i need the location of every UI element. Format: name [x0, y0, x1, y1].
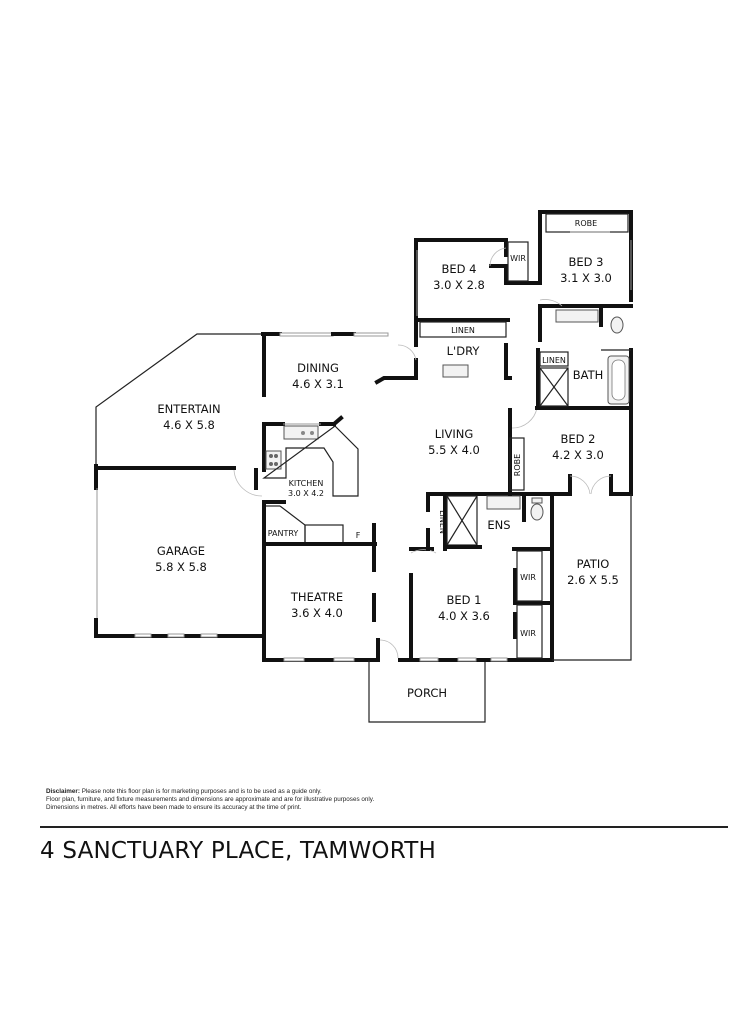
dining-name: DINING — [297, 361, 339, 375]
wir-bed4-label: WIR — [510, 254, 526, 263]
bed4-name: BED 4 — [442, 262, 477, 276]
dining-size: 4.6 X 3.1 — [292, 377, 344, 391]
theatre-room — [262, 593, 399, 662]
entertain-area — [94, 333, 263, 470]
disclaimer-line-1: Disclaimer: Please note this floor plan … — [46, 788, 374, 796]
pantry-label: PANTRY — [268, 529, 299, 538]
garage-room — [94, 464, 266, 638]
bed3-name: BED 3 — [569, 255, 604, 269]
robe-bed3-label: ROBE — [575, 219, 597, 228]
disclaimer-label: Disclaimer: — [46, 788, 80, 795]
linen-ens-label: LINEN — [438, 510, 447, 534]
patio-size: 2.6 X 5.5 — [567, 573, 619, 587]
divider — [40, 826, 728, 828]
disclaimer-line-3: Dimensions in metres. All efforts have b… — [46, 804, 302, 811]
bed3-size: 3.1 X 3.0 — [560, 271, 612, 285]
kitchen-name: KITCHEN — [289, 479, 324, 488]
kitchen-room — [233, 415, 359, 497]
porch-label: PORCH — [407, 686, 447, 700]
bath-label: BATH — [573, 368, 604, 382]
bed4-size: 3.0 X 2.8 — [433, 278, 485, 292]
patio — [552, 494, 632, 661]
disclaimer: Disclaimer: Please note this floor plan … — [46, 788, 374, 812]
living-name: LIVING — [435, 427, 474, 441]
bed2-size: 4.2 X 3.0 — [552, 448, 604, 462]
garage-name: GARAGE — [157, 544, 205, 558]
linen-laundry-label: LINEN — [451, 326, 475, 335]
patio-name: PATIO — [577, 557, 610, 571]
bed1-room — [398, 547, 554, 662]
kitchen-size: 3.0 X 4.2 — [288, 489, 324, 498]
bed2-name: BED 2 — [561, 432, 596, 446]
property-address: 4 SANCTUARY PLACE, TAMWORTH — [40, 838, 436, 864]
wir-bed1-a-label: WIR — [520, 573, 536, 582]
robe-bed2-label: ROBE — [513, 454, 522, 476]
theatre-size: 3.6 X 4.0 — [291, 606, 343, 620]
living-room — [508, 407, 538, 496]
porch — [368, 660, 486, 723]
bed1-size: 4.0 X 3.6 — [438, 609, 490, 623]
ens-label: ENS — [487, 518, 510, 532]
bed3-room — [538, 210, 633, 308]
bathroom — [536, 304, 631, 410]
floor-plan: BED 4 3.0 X 2.8 WIR ROBE BED 3 3.1 X 3.0… — [94, 210, 633, 723]
bed1-name: BED 1 — [447, 593, 482, 607]
pantry — [262, 500, 377, 662]
laundry — [397, 318, 512, 380]
theatre-name: THEATRE — [290, 590, 343, 604]
wir-bed1-b-label: WIR — [520, 629, 536, 638]
linen-bath-label: LINEN — [542, 356, 566, 365]
entertain-name: ENTERTAIN — [157, 402, 220, 416]
entertain-size: 4.6 X 5.8 — [163, 418, 215, 432]
ensuite — [426, 492, 554, 662]
bed2-room — [522, 348, 633, 496]
laundry-label: L'DRY — [447, 344, 481, 358]
living-size: 5.5 X 4.0 — [428, 443, 480, 457]
disclaimer-text-1: Please note this floor plan is for marke… — [79, 788, 322, 795]
room-labels: BED 4 3.0 X 2.8 WIR ROBE BED 3 3.1 X 3.0… — [155, 219, 619, 700]
garage-size: 5.8 X 5.8 — [155, 560, 207, 574]
dining-room — [261, 332, 414, 397]
bed4-room — [414, 238, 542, 322]
disclaimer-line-2: Floor plan, furniture, and fixture measu… — [46, 796, 375, 803]
fridge-label: F — [356, 531, 361, 540]
